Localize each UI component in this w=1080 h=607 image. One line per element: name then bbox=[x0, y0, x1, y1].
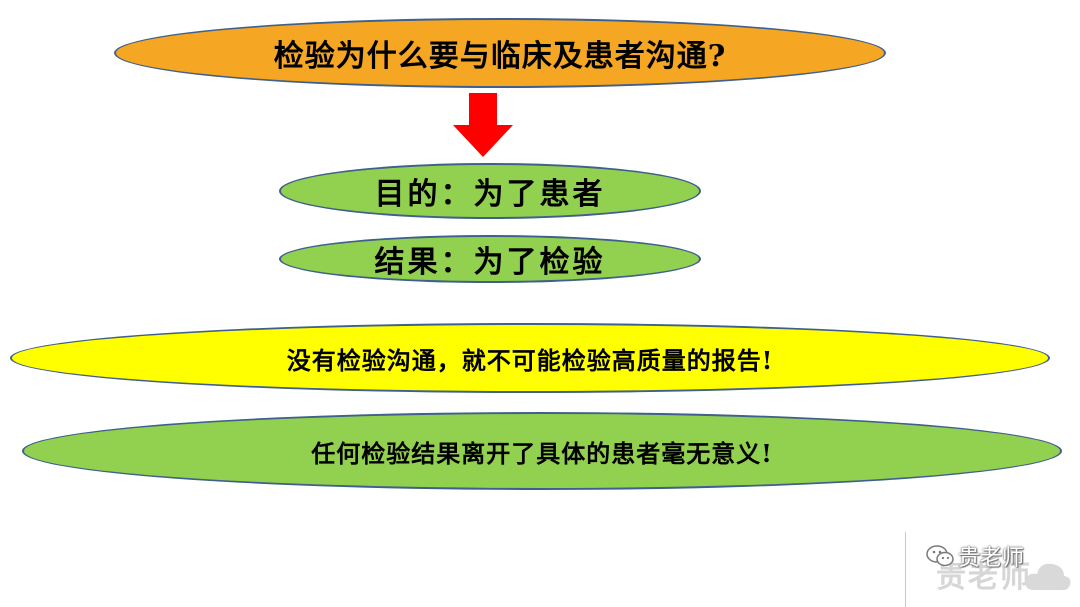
watermark: 贵老师 贵老师 bbox=[905, 532, 1080, 607]
goal-text: 目的：为了患者 bbox=[374, 177, 606, 212]
statement-ellipse-2: 任何检验结果离开了具体的患者毫无意义! bbox=[22, 412, 1062, 490]
result-text: 结果：为了检验 bbox=[374, 245, 606, 280]
result-ellipse: 结果：为了检验 bbox=[279, 235, 701, 283]
goal-ellipse: 目的：为了患者 bbox=[279, 163, 701, 219]
title-ellipse: 检验为什么要与临床及患者沟通? bbox=[114, 18, 886, 88]
watermark-logo: 贵老师 bbox=[936, 560, 1032, 595]
title-text: 检验为什么要与临床及患者沟通? bbox=[273, 39, 727, 74]
statement-text-1: 没有检验沟通，就不可能检验高质量的报告! bbox=[286, 345, 774, 375]
wechat-chat-icon bbox=[926, 545, 954, 567]
statement-text-2: 任何检验结果离开了具体的患者毫无意义! bbox=[311, 438, 773, 468]
down-arrow-icon bbox=[453, 93, 513, 157]
statement-ellipse-1: 没有检验沟通，就不可能检验高质量的报告! bbox=[10, 323, 1050, 393]
watermark-name: 贵老师 bbox=[958, 546, 1025, 571]
cloud-icon bbox=[1025, 563, 1071, 591]
